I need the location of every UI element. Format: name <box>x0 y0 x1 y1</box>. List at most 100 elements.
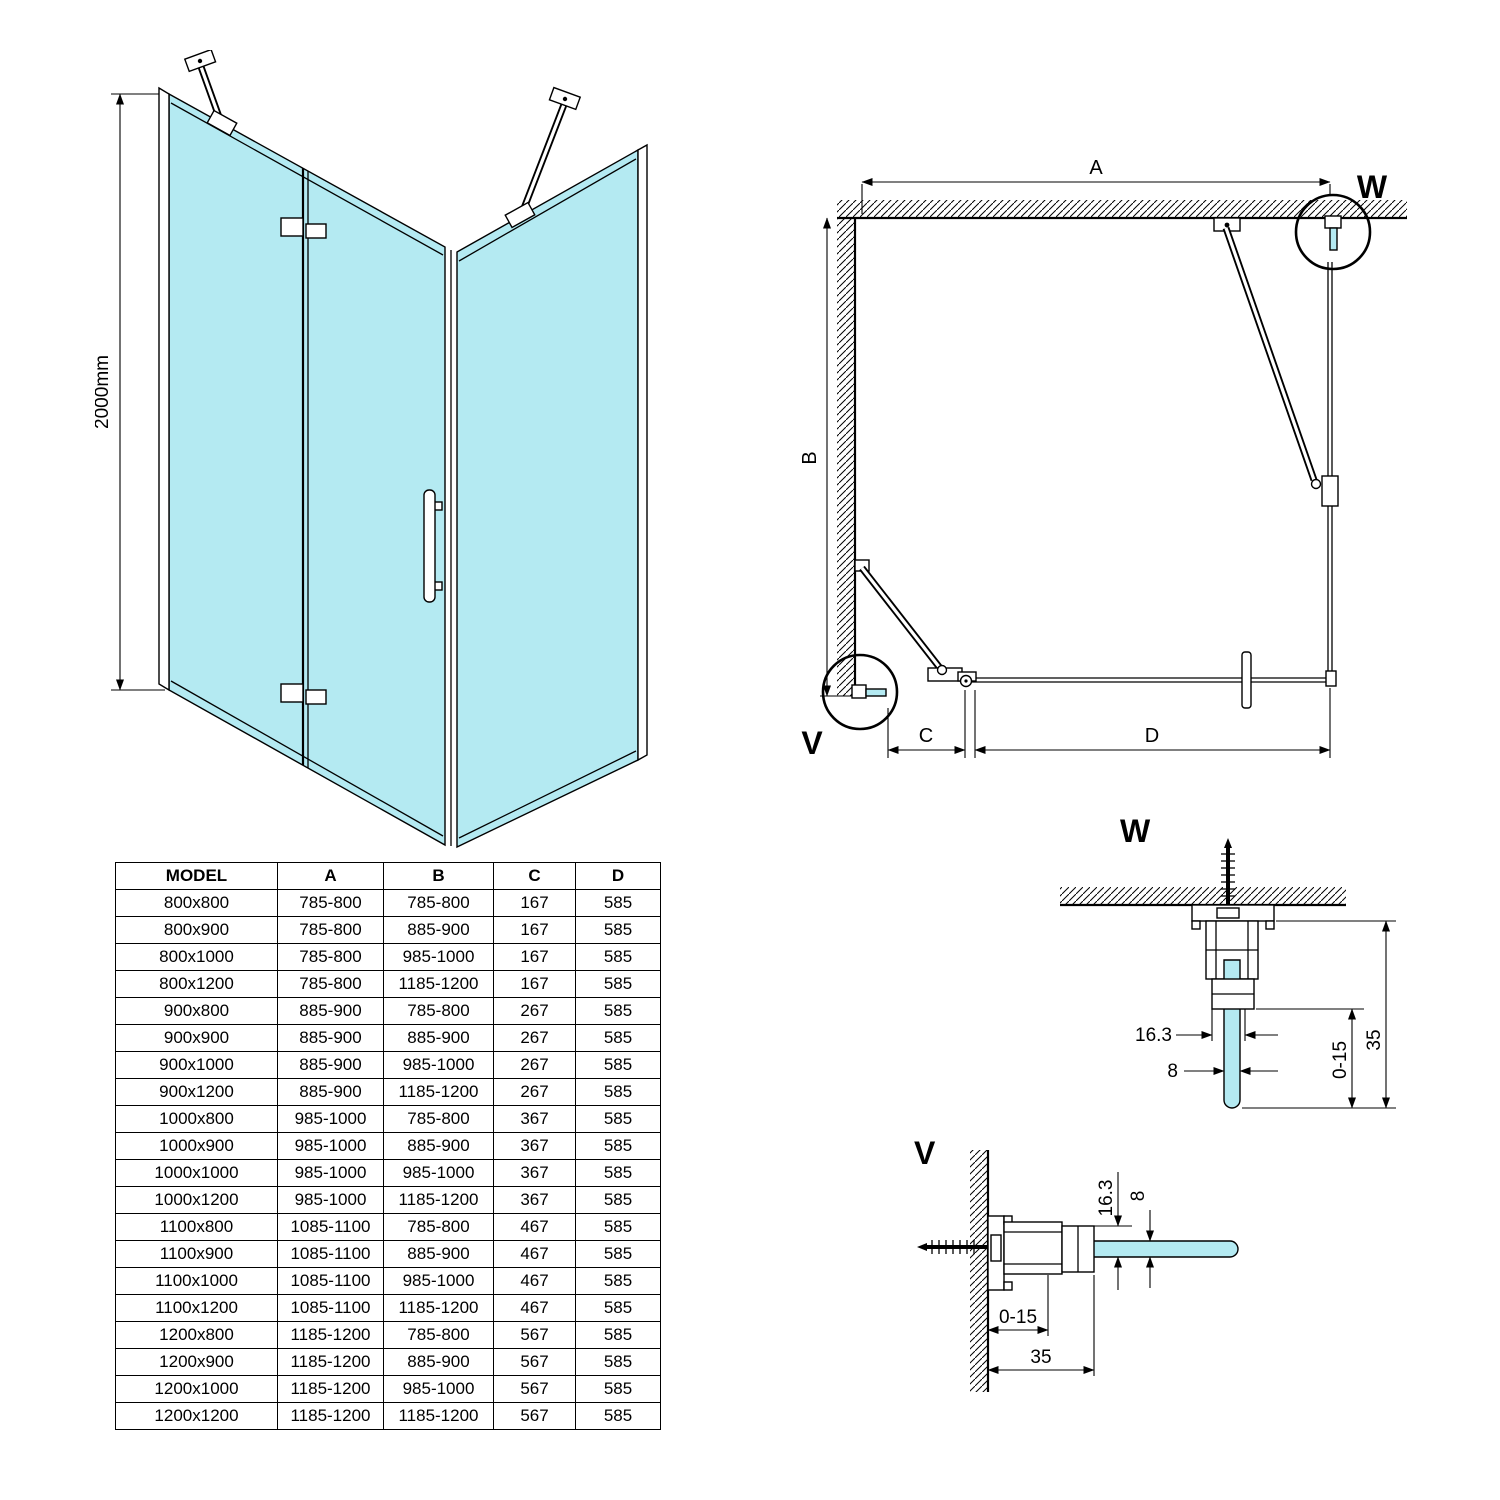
cell-model: 800x1000 <box>115 943 278 971</box>
table-row: 900x1000 885-900 985-1000 267 585 <box>115 1051 661 1079</box>
detail-w-title: W <box>1120 813 1151 849</box>
cell-a: 1185-1200 <box>277 1402 384 1430</box>
svg-text:8: 8 <box>1128 1191 1149 1202</box>
handle-plan <box>1241 651 1252 709</box>
table-row: 900x800 885-900 785-800 267 585 <box>115 997 661 1025</box>
col-header-c: C <box>493 862 576 890</box>
dim-d-line: D <box>974 688 1331 758</box>
table-row: 1000x1200 985-1000 1185-1200 367 585 <box>115 1186 661 1214</box>
cell-b: 885-900 <box>383 1132 494 1160</box>
hinge-plan <box>927 664 977 688</box>
cell-model: 1200x800 <box>115 1321 278 1349</box>
cell-a: 1185-1200 <box>277 1321 384 1349</box>
dim-adjustment: 0-15 <box>1242 1008 1396 1109</box>
cell-a: 985-1000 <box>277 1159 384 1187</box>
cell-b: 985-1000 <box>383 943 494 971</box>
cell-d: 585 <box>575 889 661 917</box>
cell-d: 585 <box>575 1051 661 1079</box>
cell-model: 1100x800 <box>115 1213 278 1241</box>
table-row: 800x1000 785-800 985-1000 167 585 <box>115 943 661 971</box>
cell-model: 1000x900 <box>115 1132 278 1160</box>
mount-profile <box>987 1215 1063 1291</box>
hinge-bottom-icon <box>280 683 327 705</box>
side-panel-plan <box>1321 262 1339 680</box>
cell-model: 1100x1000 <box>115 1267 278 1295</box>
cell-c: 167 <box>493 889 576 917</box>
cell-b: 1185-1200 <box>383 1186 494 1214</box>
support-bar-left-plan <box>854 559 943 671</box>
cell-model: 900x900 <box>115 1024 278 1052</box>
cell-a: 1085-1100 <box>277 1240 384 1268</box>
cell-b: 1185-1200 <box>383 1078 494 1106</box>
cell-model: 1100x1200 <box>115 1294 278 1322</box>
dim-total-depth: 35 <box>987 1275 1095 1376</box>
cell-a: 885-900 <box>277 997 384 1025</box>
support-bar-right <box>504 86 582 229</box>
size-table: MODEL A B C D 800x800 785-800 785-800 16… <box>115 862 661 1430</box>
cell-d: 585 <box>575 1132 661 1160</box>
svg-text:35: 35 <box>1030 1347 1051 1368</box>
svg-text:35: 35 <box>1364 1029 1385 1050</box>
cell-c: 467 <box>493 1267 576 1295</box>
detail-v-circle: V <box>801 653 899 761</box>
cell-b: 1185-1200 <box>383 1402 494 1430</box>
cell-d: 585 <box>575 1402 661 1430</box>
table-row: 1000x1000 985-1000 985-1000 367 585 <box>115 1159 661 1187</box>
cell-a: 985-1000 <box>277 1105 384 1133</box>
cell-a: 1085-1100 <box>277 1213 384 1241</box>
cell-c: 567 <box>493 1375 576 1403</box>
col-header-d: D <box>575 862 661 890</box>
cell-b: 985-1000 <box>383 1159 494 1187</box>
detail-v-title: V <box>914 1135 936 1171</box>
cell-b: 885-900 <box>383 916 494 944</box>
cell-c: 167 <box>493 916 576 944</box>
cell-c: 367 <box>493 1159 576 1187</box>
cell-model: 800x800 <box>115 889 278 917</box>
col-header-model: MODEL <box>115 862 278 890</box>
cell-a: 785-800 <box>277 916 384 944</box>
cell-model: 900x1200 <box>115 1078 278 1106</box>
cell-model: 900x800 <box>115 997 278 1025</box>
table-row: 1200x900 1185-1200 885-900 567 585 <box>115 1348 661 1376</box>
cell-a: 985-1000 <box>277 1186 384 1214</box>
plan-view: A B <box>799 157 1407 761</box>
dim-profile-width: 16.3 <box>1094 1172 1132 1290</box>
height-dimension-line: 2000mm <box>95 93 165 691</box>
cell-b: 785-800 <box>383 997 494 1025</box>
cell-b: 885-900 <box>383 1348 494 1376</box>
svg-text:8: 8 <box>1167 1061 1178 1082</box>
cell-d: 585 <box>575 1159 661 1187</box>
support-bar-left <box>183 50 238 137</box>
table-row: 900x900 885-900 885-900 267 585 <box>115 1024 661 1052</box>
svg-text:16.3: 16.3 <box>1135 1025 1172 1046</box>
wall-profile-right <box>637 143 648 762</box>
svg-text:0-15: 0-15 <box>999 1307 1037 1328</box>
cell-b: 785-800 <box>383 1213 494 1241</box>
glass-panel-front <box>168 92 446 847</box>
table-row: 900x1200 885-900 1185-1200 267 585 <box>115 1078 661 1106</box>
cell-c: 267 <box>493 1024 576 1052</box>
detail-w-label: W <box>1357 169 1388 205</box>
cell-c: 167 <box>493 970 576 998</box>
cell-c: 367 <box>493 1132 576 1160</box>
cell-d: 585 <box>575 1267 661 1295</box>
dim-glass-thickness: 8 <box>1167 1061 1278 1082</box>
dim-c-label: C <box>919 725 933 747</box>
cell-d: 585 <box>575 1105 661 1133</box>
cell-c: 467 <box>493 1213 576 1241</box>
cell-d: 585 <box>575 943 661 971</box>
anchor-screw-icon <box>917 1240 988 1254</box>
cell-d: 585 <box>575 1321 661 1349</box>
cell-c: 567 <box>493 1321 576 1349</box>
cell-model: 800x1200 <box>115 970 278 998</box>
dim-glass-thickness: 8 <box>1128 1191 1154 1288</box>
cell-d: 585 <box>575 916 661 944</box>
svg-text:16.3: 16.3 <box>1096 1180 1117 1217</box>
table-row: 1000x800 985-1000 785-800 367 585 <box>115 1105 661 1133</box>
detail-w-view: W <box>1060 813 1396 1109</box>
glass-clamp <box>1211 978 1255 1010</box>
table-row: 1200x1000 1185-1200 985-1000 567 585 <box>115 1375 661 1403</box>
wall-top <box>837 200 1407 220</box>
dim-total-depth: 35 <box>1276 920 1396 1109</box>
cell-d: 585 <box>575 1213 661 1241</box>
